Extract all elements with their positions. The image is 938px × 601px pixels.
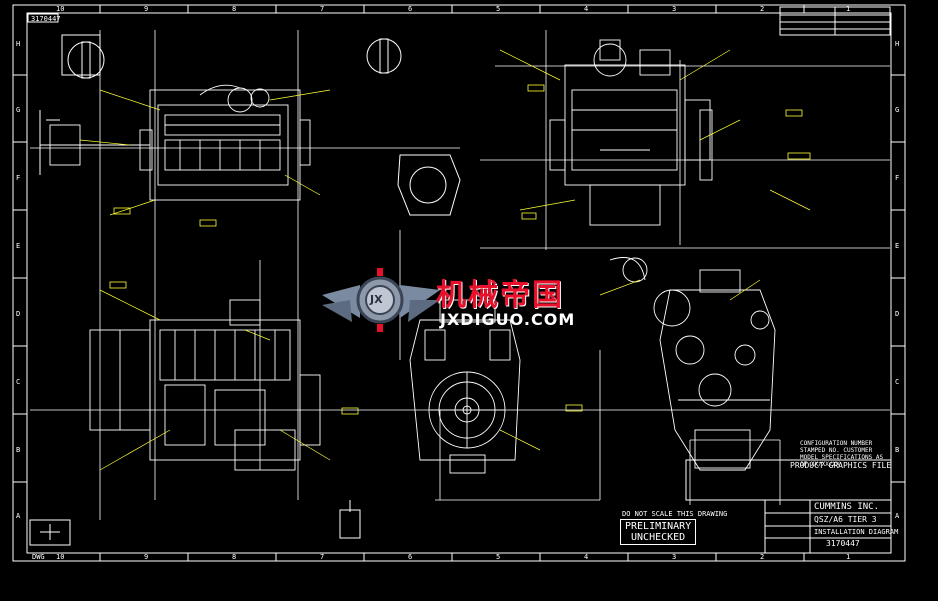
- engine-side-view-bottom: [89, 299, 321, 471]
- border-col-label: 5: [496, 553, 501, 561]
- border-row-label: D: [895, 310, 900, 318]
- company-name: CUMMINS INC.: [814, 502, 880, 512]
- border-col-label: 1: [846, 5, 851, 13]
- drawing-border: [12, 4, 906, 562]
- border-col-label: 10: [56, 5, 65, 13]
- border-row-label: A: [16, 512, 21, 520]
- border-row-label: E: [16, 242, 21, 250]
- border-col-label: 5: [496, 5, 501, 13]
- border-row-label: B: [895, 446, 900, 454]
- do-not-scale-label: DO NOT SCALE THIS DRAWING: [622, 510, 728, 518]
- border-col-label: 7: [320, 553, 325, 561]
- watermark-logo-text: JX: [370, 293, 383, 306]
- border-row-label: A: [895, 512, 900, 520]
- border-col-label: 6: [408, 553, 413, 561]
- drawing-title: INSTALLATION DIAGRAM: [814, 528, 899, 536]
- border-col-label: 3: [672, 553, 677, 561]
- border-col-label: 1: [846, 553, 851, 561]
- drawing-number-top: 3170447: [31, 15, 61, 23]
- configuration-note: CONFIGURATION NUMBER STAMPED NO. CUSTOME…: [800, 440, 884, 468]
- engine-front-view-bottom: [609, 257, 776, 471]
- border-row-label: C: [16, 378, 21, 386]
- border-row-label: C: [895, 378, 900, 386]
- watermark-logo-emblem: [322, 268, 440, 332]
- title-block: [27, 6, 892, 554]
- preliminary-stamp: PRELIMINARY UNCHECKED: [620, 519, 697, 545]
- engine-front-view-top: [549, 39, 713, 226]
- border-row-label: F: [16, 174, 21, 182]
- circle-detail-left: [67, 38, 402, 79]
- watermark-chinese-title: 机械帝国: [436, 278, 564, 313]
- engine-model: QSZ/A6 TIER 3: [814, 515, 877, 524]
- left-dim-bracket: [39, 34, 101, 175]
- border-col-label: 10: [56, 553, 65, 561]
- product-graphics-label: PRODUCT GRAPHICS FILE: [790, 461, 892, 470]
- engine-rear-view: [409, 299, 521, 474]
- preliminary-label: PRELIMINARY: [625, 521, 692, 532]
- border-row-label: G: [16, 106, 21, 114]
- border-col-label: 4: [584, 5, 589, 13]
- border-row-label: D: [16, 310, 21, 318]
- bottom-dwg-label: DWG: [32, 553, 45, 561]
- border-row-label: B: [16, 446, 21, 454]
- border-row-label: H: [16, 40, 21, 48]
- flywheel-housing-detail: [397, 154, 461, 216]
- border-col-label: 8: [232, 5, 237, 13]
- border-col-label: 9: [144, 553, 149, 561]
- leader-lines: [79, 49, 811, 471]
- border-col-label: 2: [760, 5, 765, 13]
- border-col-label: 7: [320, 5, 325, 13]
- watermark-url: JXDIGUO.COM: [440, 310, 576, 329]
- border-col-label: 3: [672, 5, 677, 13]
- tag-boxes: [109, 84, 811, 415]
- border-row-label: G: [895, 106, 900, 114]
- border-row-label: E: [895, 242, 900, 250]
- unchecked-label: UNCHECKED: [631, 532, 686, 543]
- small-detail-bottom: [29, 500, 361, 546]
- engine-side-view-top: [40, 84, 311, 201]
- border-col-label: 2: [760, 553, 765, 561]
- border-col-label: 9: [144, 5, 149, 13]
- border-col-label: 8: [232, 553, 237, 561]
- border-col-label: 6: [408, 5, 413, 13]
- drawing-number-bottom: 3170447: [826, 539, 860, 548]
- border-col-label: 4: [584, 553, 589, 561]
- border-row-label: H: [895, 40, 900, 48]
- border-ticks: [13, 5, 905, 561]
- border-row-label: F: [895, 174, 900, 182]
